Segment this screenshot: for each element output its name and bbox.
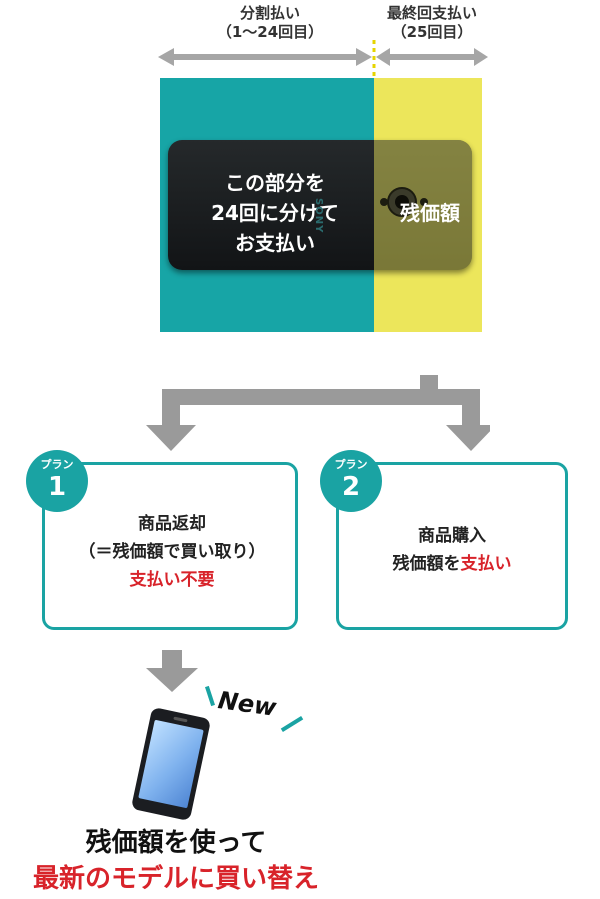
plan-2-badge-number: 2 (341, 472, 361, 502)
new-smartphone-icon (132, 708, 210, 820)
plan-1-badge: プラン 1 (26, 450, 88, 512)
plan-1-line-2: （＝残価額で買い取り） (78, 542, 266, 562)
phone-text-line-2: 24回に分けて (211, 201, 339, 225)
plan-1-text: 商品返却 （＝残価額で買い取り） 支払い不要 (52, 510, 292, 594)
plan-1-badge-label: プラン (40, 458, 74, 471)
phone-text-line-1: この部分を (225, 171, 325, 195)
plan-2-badge-label: プラン (334, 458, 368, 471)
final-payment-label: 最終回支払い （25回目） (372, 4, 492, 42)
plan-2-text: 商品購入 残価額を支払い (344, 522, 560, 578)
plan-1-line-3: 支払い不要 (129, 570, 215, 590)
installments-label-line-2: （1〜24回目） (216, 23, 324, 41)
phone-brand-logo: SONY (313, 198, 324, 234)
bottom-line-1: 残価額を使って (85, 828, 267, 858)
down-arrow (146, 650, 198, 692)
plan-2-line-2-prefix: 残価額を (392, 554, 461, 574)
plan-2-badge: プラン 2 (320, 450, 382, 512)
split-arrow (146, 375, 490, 451)
installments-label: 分割払い （1〜24回目） (185, 4, 355, 42)
plan-2-line-2-highlight: 支払い (460, 554, 512, 574)
plan-2-line-2: 残価額を支払い (344, 550, 560, 578)
installments-label-line-1: 分割払い (239, 4, 300, 22)
final-range-arrow (376, 48, 488, 66)
final-payment-label-line-1: 最終回支払い (386, 4, 477, 22)
phone-text-line-3: お支払い (235, 231, 315, 255)
smartphone-image (168, 140, 472, 270)
phone-installment-text: この部分を 24回に分けて お支払い (180, 168, 370, 258)
camera-module-icon (380, 187, 428, 217)
final-payment-label-line-2: （25回目） (391, 23, 473, 41)
plan-2-card (336, 462, 568, 630)
residual-value-text: 残価額 (400, 201, 460, 225)
new-burst-right (280, 715, 304, 733)
bottom-line-2: 最新のモデルに買い替え (32, 864, 319, 894)
plan-1-badge-number: 1 (47, 472, 67, 502)
plan-1-line-1: 商品返却 (138, 514, 206, 534)
installments-range-arrow (158, 48, 372, 66)
new-label: New (216, 686, 279, 722)
plan-2-line-1: 商品購入 (418, 526, 486, 546)
